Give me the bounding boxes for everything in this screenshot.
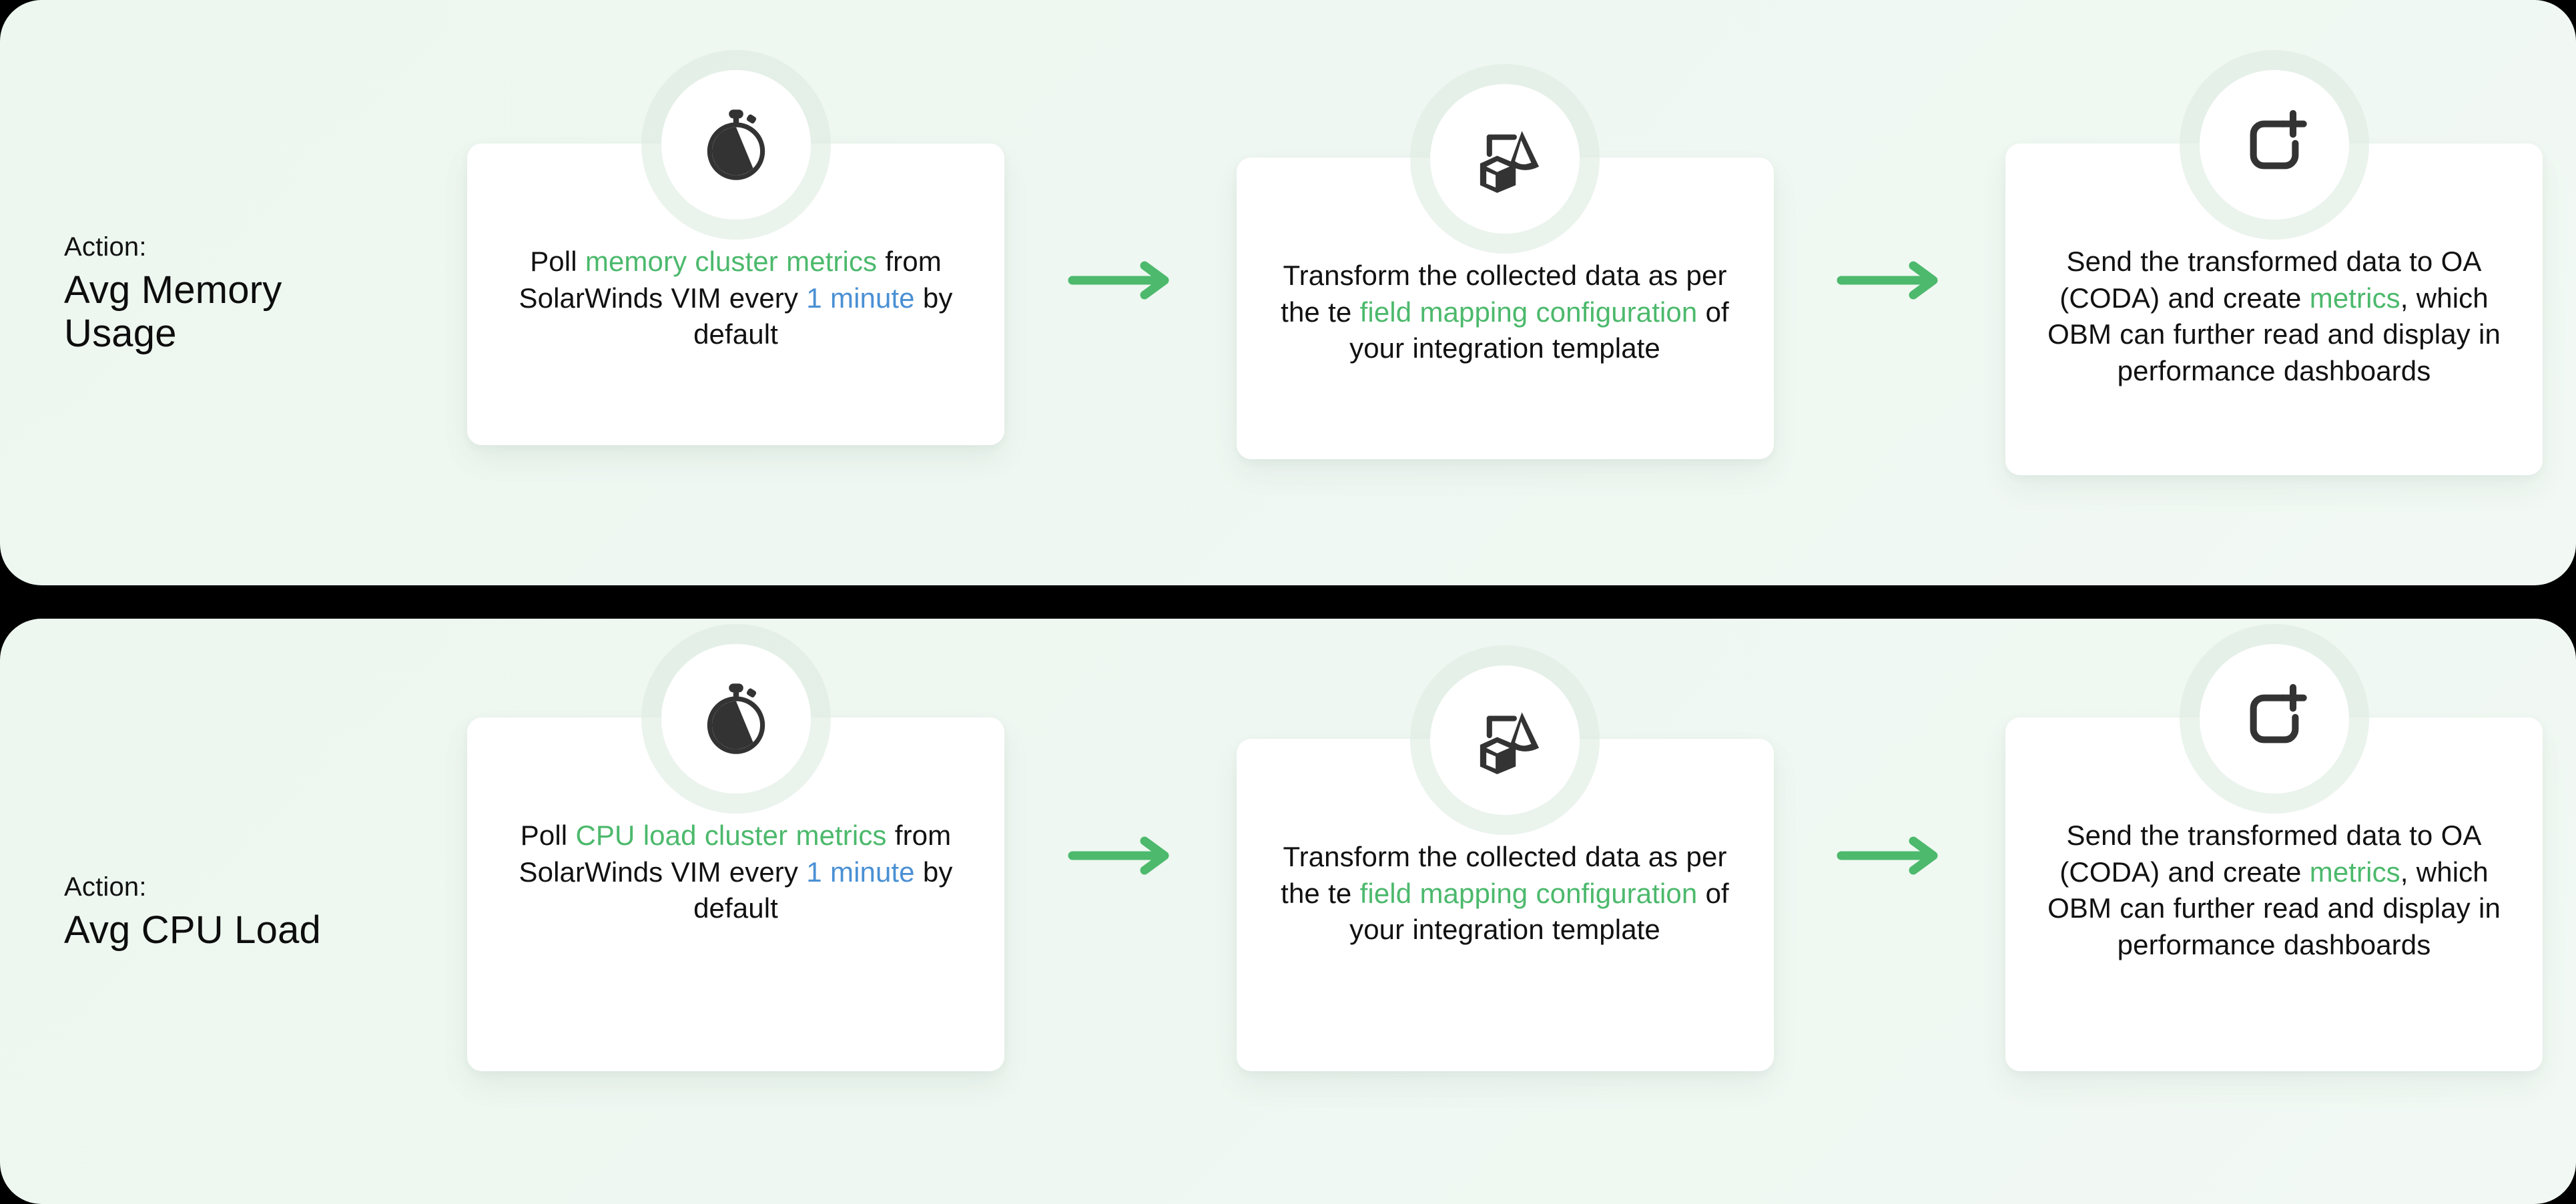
flow-step-transform-cpu: Transform the collected data as per the … bbox=[1236, 619, 1774, 1071]
action-title-cpu: Avg CPU Load bbox=[64, 908, 322, 952]
flow-step-poll-memory: Poll memory cluster metrics from SolarWi… bbox=[467, 0, 1004, 445]
add-square-icon bbox=[2199, 644, 2349, 794]
flow-step-poll-cpu: Poll CPU load cluster metrics from Solar… bbox=[467, 619, 1004, 1071]
action-title-memory: Avg Memory Usage bbox=[64, 268, 282, 355]
flow-panel-avg-cpu-load: Action: Avg CPU Load Poll bbox=[0, 619, 2576, 1204]
transform-shapes-icon bbox=[1430, 84, 1580, 234]
step-card-poll-memory: Poll memory cluster metrics from SolarWi… bbox=[467, 70, 1004, 445]
arrow-right-icon-cpu-1 bbox=[1004, 619, 1237, 876]
step-card-poll-cpu: Poll CPU load cluster metrics from Solar… bbox=[467, 644, 1004, 1071]
step-card-transform-cpu: Transform the collected data as per the … bbox=[1236, 665, 1774, 1071]
arrow-right-icon-memory-2 bbox=[1774, 0, 2006, 300]
transform-shapes-icon bbox=[1430, 665, 1580, 815]
flow-step-send-memory: Send the transformed data to OA (CODA) a… bbox=[2005, 0, 2543, 475]
flow-panel-avg-memory-usage: Action: Avg Memory Usage P bbox=[0, 0, 2576, 585]
step-text-poll-memory: Poll memory cluster metrics from SolarWi… bbox=[519, 246, 953, 350]
add-square-icon bbox=[2199, 70, 2349, 220]
step-card-send-memory: Send the transformed data to OA (CODA) a… bbox=[2005, 70, 2543, 475]
action-kicker-cpu: Action: bbox=[64, 872, 147, 902]
step-card-send-cpu: Send the transformed data to OA (CODA) a… bbox=[2005, 644, 2543, 1071]
flow-step-transform-memory: Transform the collected data as per the … bbox=[1236, 0, 1774, 459]
step-text-transform-memory: Transform the collected data as per the … bbox=[1281, 260, 1729, 364]
arrow-right-icon-cpu-2 bbox=[1774, 619, 2006, 876]
stopwatch-icon bbox=[661, 644, 811, 794]
arrow-right-icon-memory-1 bbox=[1004, 0, 1237, 300]
action-label-block-memory: Action: Avg Memory Usage bbox=[0, 0, 467, 585]
step-text-send-cpu: Send the transformed data to OA (CODA) a… bbox=[2047, 820, 2501, 960]
step-card-transform-memory: Transform the collected data as per the … bbox=[1236, 84, 1774, 459]
flow-steps-memory: Poll memory cluster metrics from SolarWi… bbox=[467, 0, 2576, 585]
flow-steps-cpu: Poll CPU load cluster metrics from Solar… bbox=[467, 619, 2576, 1204]
step-text-send-memory: Send the transformed data to OA (CODA) a… bbox=[2047, 246, 2501, 386]
step-text-poll-cpu: Poll CPU load cluster metrics from Solar… bbox=[519, 820, 953, 924]
stopwatch-icon bbox=[661, 70, 811, 220]
action-kicker-memory: Action: bbox=[64, 232, 147, 262]
flow-step-send-cpu: Send the transformed data to OA (CODA) a… bbox=[2005, 619, 2543, 1071]
step-text-transform-cpu: Transform the collected data as per the … bbox=[1281, 841, 1729, 946]
action-label-block-cpu: Action: Avg CPU Load bbox=[0, 619, 467, 1204]
